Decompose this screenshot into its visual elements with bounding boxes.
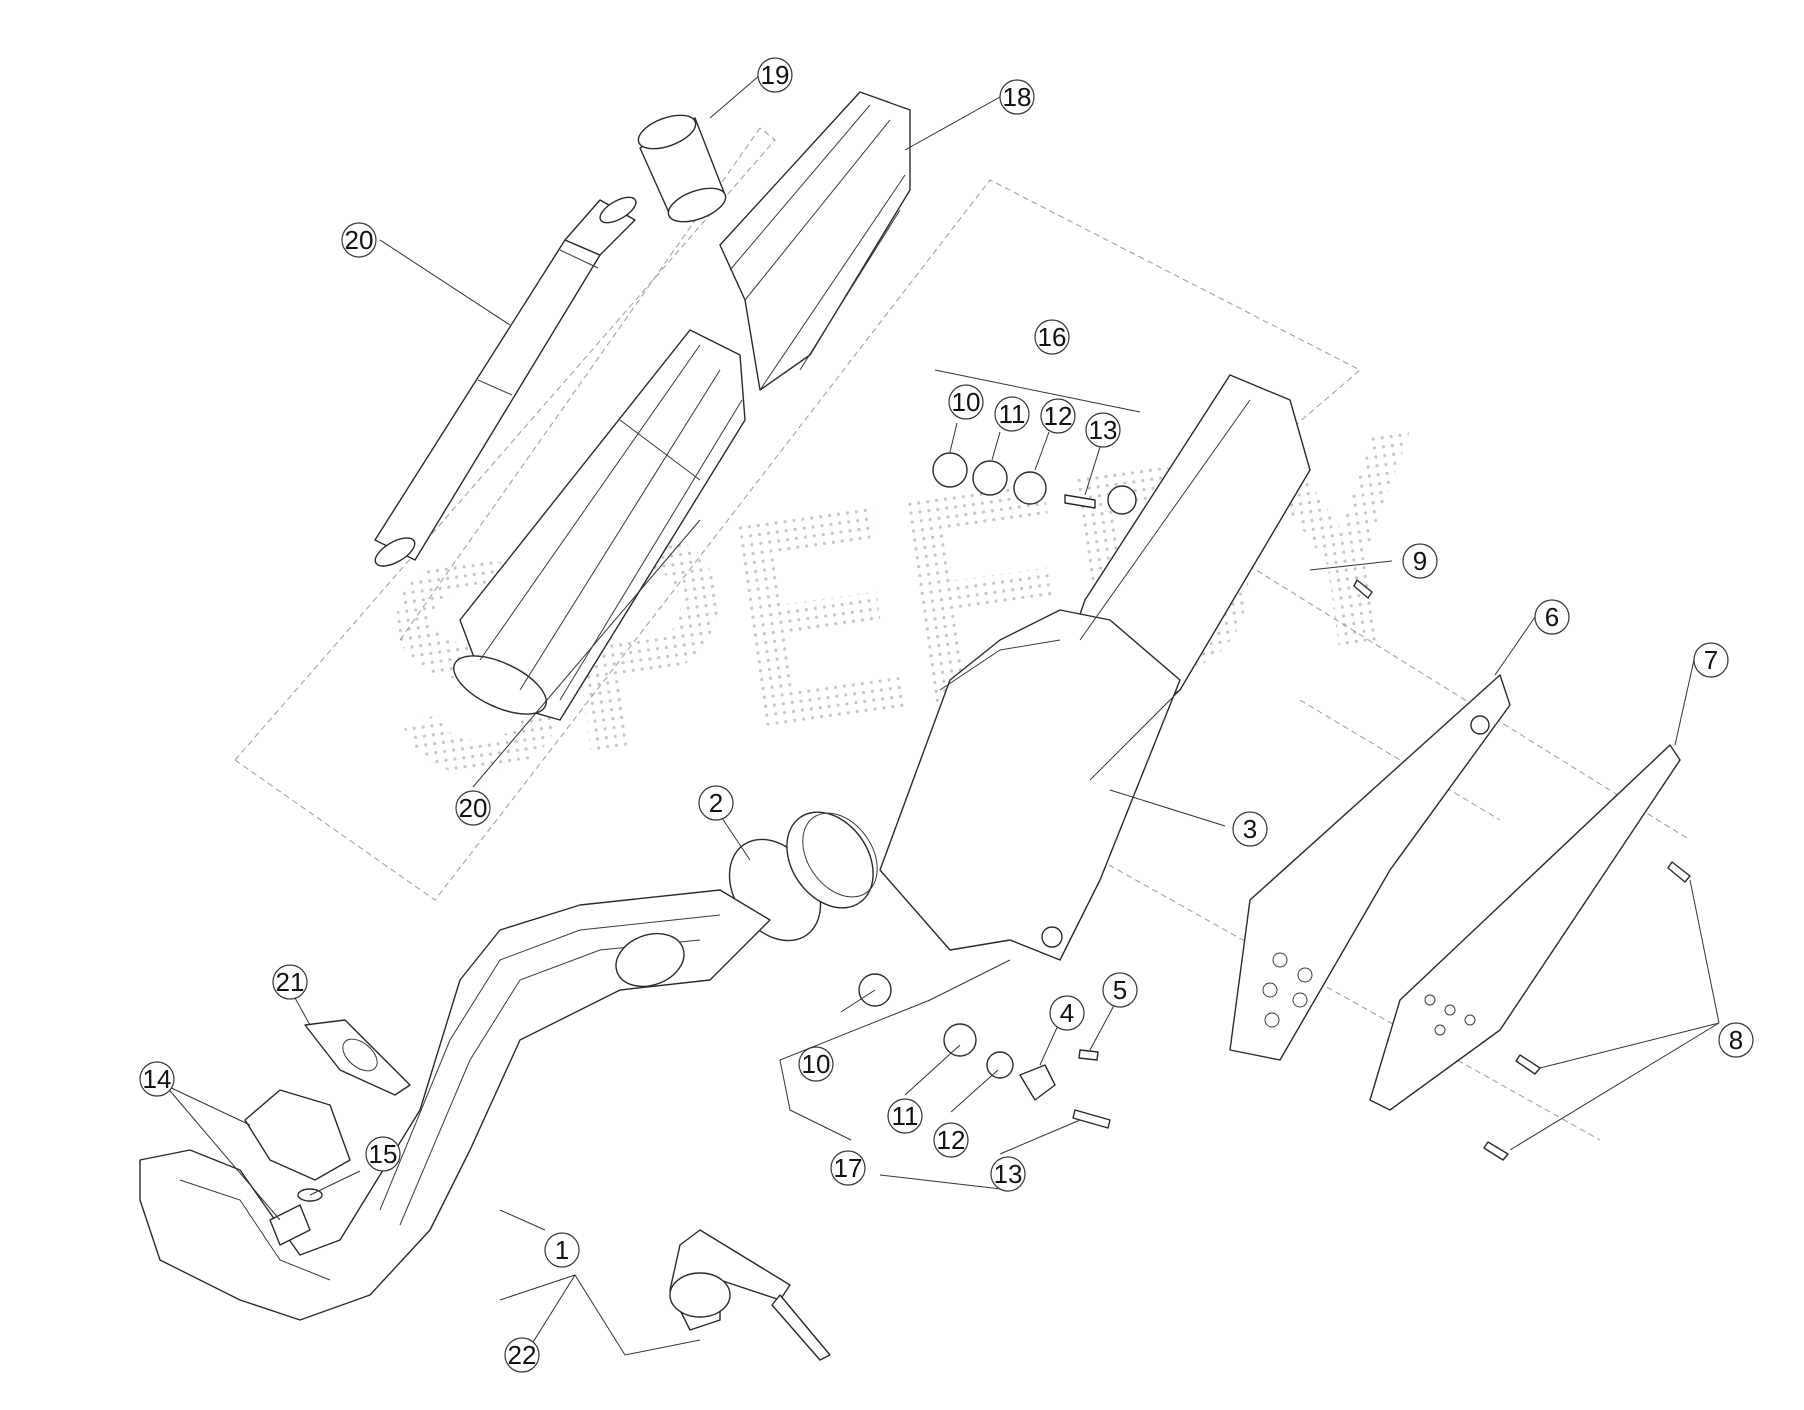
rubber-11a [972, 460, 1008, 496]
callout-2: 2 [698, 785, 734, 821]
svg-text:15: 15 [369, 1139, 398, 1169]
svg-text:22: 22 [508, 1340, 537, 1370]
part-15-sleeve [637, 114, 727, 223]
svg-text:4: 4 [1060, 998, 1074, 1028]
callout-1: 1 [544, 1232, 580, 1268]
callout-21: 21 [272, 964, 308, 1000]
callout-8: 8 [1718, 1022, 1754, 1058]
callout-12-bottom: 12 [933, 1122, 969, 1158]
leader-lines [164, 74, 1720, 1356]
part-21-gasket [304, 1019, 411, 1096]
svg-text:21: 21 [276, 967, 305, 997]
part-7-heat-shield [1369, 744, 1681, 1111]
svg-text:20: 20 [345, 225, 374, 255]
callout-4: 4 [1049, 995, 1085, 1031]
callout-7: 7 [1693, 642, 1729, 678]
callout-19: 15 [365, 1136, 401, 1172]
screw-5 [1078, 1049, 1099, 1061]
svg-text:12: 12 [1044, 401, 1073, 431]
svg-text:10: 10 [802, 1049, 831, 1079]
screw-8a [1667, 861, 1691, 883]
svg-text:17: 17 [834, 1153, 863, 1183]
callout-12-top: 12 [1040, 398, 1076, 434]
svg-text:11: 11 [892, 1101, 919, 1131]
svg-text:18: 18 [1003, 82, 1032, 112]
screw-13a [1064, 494, 1096, 509]
part-1-header-pipe [139, 889, 771, 1321]
callout-16: 20 [341, 222, 377, 258]
part-16-tailpipe [374, 196, 637, 567]
svg-text:6: 6 [1545, 602, 1559, 632]
svg-text:2: 2 [709, 788, 723, 818]
part-6-heat-shield [1229, 674, 1511, 1061]
svg-text:1: 1 [555, 1235, 569, 1265]
svg-text:20: 20 [459, 793, 488, 823]
rubber-11b [943, 1023, 977, 1057]
part-3-silencer-body [879, 374, 1311, 961]
part-18-flange-studs [244, 1089, 351, 1246]
callout-22: 22 [504, 1337, 540, 1373]
callout-20-top: 16 [1034, 319, 1070, 355]
svg-text:10: 10 [952, 387, 981, 417]
callout-17: 20 [455, 790, 491, 826]
callout-18: 14 [139, 1061, 175, 1097]
screw-13b [1072, 1109, 1111, 1129]
screw-8c [1483, 1141, 1509, 1161]
screw-8b [1515, 1054, 1541, 1075]
svg-text:13: 13 [1089, 415, 1118, 445]
callout-11-top: 11 [994, 396, 1030, 432]
part-14-end-cap [719, 91, 911, 391]
callout-14: 18 [999, 79, 1035, 115]
part-17-silencer-sleeve [453, 329, 746, 721]
washer-12b [986, 1051, 1014, 1079]
callout-11-bottom: 11 [887, 1098, 923, 1134]
callout-10-bottom: 10 [798, 1046, 834, 1082]
callout-13-top: 13 [1085, 412, 1121, 448]
svg-text:14: 14 [143, 1064, 172, 1094]
bracket-4 [1019, 1064, 1056, 1101]
callout-13-bottom: 13 [990, 1156, 1026, 1192]
svg-text:5: 5 [1113, 975, 1127, 1005]
svg-text:11: 11 [999, 399, 1026, 429]
svg-text:16: 16 [1038, 322, 1067, 352]
callout-9: 9 [1402, 543, 1438, 579]
svg-text:13: 13 [994, 1159, 1023, 1189]
callout-10-top: 10 [948, 384, 984, 420]
svg-text:7: 7 [1704, 645, 1718, 675]
callouts: 19 18 20 20 16 10 11 12 13 9 6 7 3 2 8 4… [139, 57, 1754, 1373]
svg-text:12: 12 [937, 1125, 966, 1155]
svg-text:9: 9 [1413, 546, 1427, 576]
callout-20-bottom: 17 [830, 1150, 866, 1186]
screw-9 [1353, 579, 1373, 599]
callout-6: 6 [1534, 599, 1570, 635]
part-22-sensor [669, 1229, 831, 1361]
svg-text:8: 8 [1729, 1025, 1743, 1055]
callout-15: 19 [757, 57, 793, 93]
svg-text:19: 19 [761, 60, 790, 90]
washer-12a [1013, 471, 1047, 505]
washer-10a [932, 452, 968, 488]
svg-text:3: 3 [1243, 814, 1257, 844]
callout-3: 3 [1232, 811, 1268, 847]
callout-5: 5 [1102, 972, 1138, 1008]
